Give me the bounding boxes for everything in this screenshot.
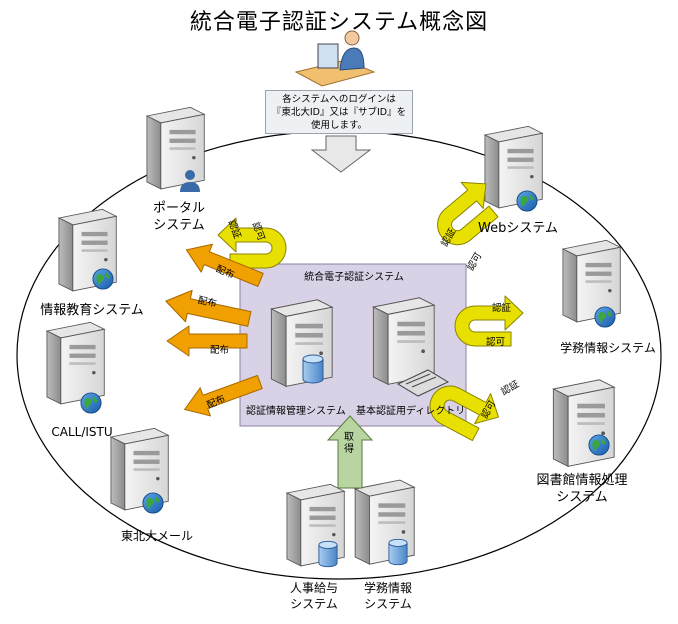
fetch-arrow [326, 415, 374, 489]
database-icon [388, 538, 408, 566]
gakumu2-label-line2: システム [364, 597, 412, 611]
web-label: Webシステム [478, 221, 558, 236]
portal-label-line1: ポータル [152, 201, 205, 216]
globe-icon [142, 492, 164, 514]
network-switch-icon [396, 369, 450, 397]
distribute-text: 配布 [210, 345, 230, 356]
library-label-line2: システム [556, 490, 608, 505]
fetch-text-char: 取 [344, 432, 354, 443]
auth-manager-label: 認証情報管理システム [246, 406, 346, 417]
permit-text: 認可 [486, 337, 506, 348]
fetch-text-char: 得 [344, 444, 354, 455]
gakumu2-label: 学務情報 システム [356, 580, 420, 612]
jinji-label-line1: 人事給与 [289, 581, 338, 595]
distribute-arrow-call [166, 325, 248, 357]
database-icon [318, 540, 338, 568]
jinji-label-line2: システム [290, 597, 338, 611]
portal-label: ポータル システム [140, 200, 218, 234]
globe-icon [92, 268, 114, 290]
call-label: CALL/ISTU [51, 425, 113, 439]
globe-icon [516, 190, 538, 212]
jinji-label: 人事給与 システム [282, 580, 346, 612]
gakumu-label: 学務情報システム [560, 341, 656, 355]
library-label: 図書館情報処理 システム [522, 472, 642, 506]
server-portal [146, 106, 205, 190]
jouhou-label: 情報教育システム [40, 303, 144, 318]
directory-label: 基本認証用ディレクトリ [356, 406, 466, 417]
mail-label: 東北大メール [120, 529, 193, 543]
globe-icon [80, 392, 102, 414]
login-note: 各システムへのログインは 『東北大ID』又は『サブID』を 使用します。 [265, 90, 413, 134]
core-system-title: 統合電子認証システム [304, 272, 404, 283]
database-icon [302, 354, 324, 384]
note-line: 『東北大ID』又は『サブID』を [271, 107, 407, 118]
globe-icon [588, 434, 610, 456]
diagram-title: 統合電子認証システム概念図 [189, 10, 489, 35]
portal-label-line2: システム [153, 218, 205, 233]
gakumu2-label-line1: 学務情報 [363, 581, 412, 595]
note-line: 各システムへのログインは [282, 94, 396, 105]
note-line: 使用します。 [310, 120, 368, 131]
user-at-computer-icon [294, 30, 376, 87]
server-call [46, 321, 105, 405]
globe-icon [594, 306, 616, 328]
login-down-arrow [310, 135, 372, 173]
auth-text: 認証 [492, 303, 512, 314]
fetch-text: 取 得 [342, 432, 356, 456]
library-label-line1: 図書館情報処理 [536, 473, 628, 488]
